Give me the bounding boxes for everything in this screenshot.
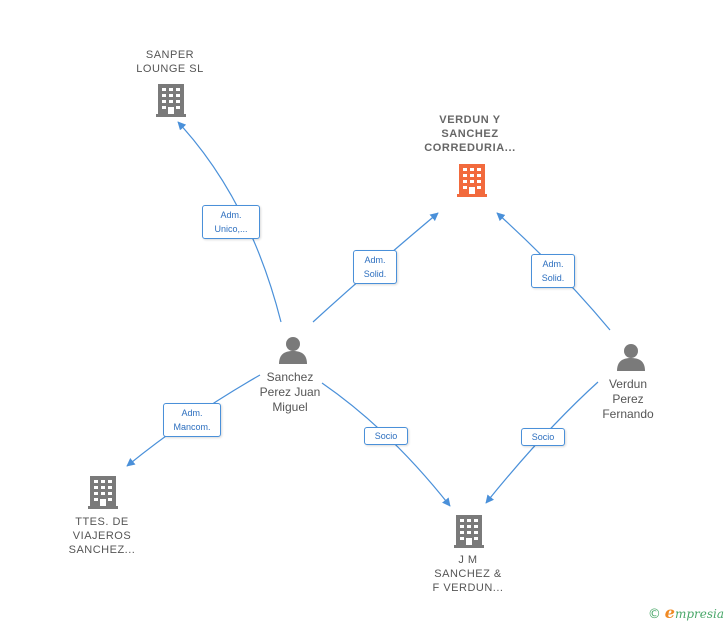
building-icon	[156, 84, 186, 117]
person-icon	[617, 344, 645, 371]
person-icon	[279, 337, 307, 364]
label-line: LOUNGE SL	[136, 63, 204, 75]
edge-label-sanchez-verdun-main[interactable]: Adm. Solid.	[353, 250, 397, 284]
label-line: Socio	[374, 431, 398, 441]
label-line: J M	[458, 554, 478, 566]
label-line: SANCHEZ &	[434, 568, 502, 580]
label-line: TTES. DE	[75, 516, 129, 528]
label-line: Verdun	[608, 377, 648, 391]
edge-label-verdun-jm[interactable]: Socio	[521, 428, 565, 446]
label-line: Perez Juan	[259, 385, 321, 399]
company-label-sanper[interactable]: SANPER LOUNGE SL	[122, 48, 218, 76]
company-label-verdun-main[interactable]: VERDUN Y SANCHEZ CORREDURIA...	[410, 113, 530, 155]
person-label-sanchez[interactable]: Sanchez Perez Juan Miguel	[245, 370, 335, 415]
label-line: SANCHEZ	[441, 128, 499, 140]
label-line: Sanchez	[266, 370, 314, 384]
edge-label-sanchez-ttes[interactable]: Adm. Mancom.	[163, 403, 221, 437]
person-label-verdun[interactable]: Verdun Perez Fernando	[588, 377, 668, 422]
label-line: Socio	[531, 432, 555, 442]
label-line: SANPER	[145, 49, 195, 61]
brand-logo: © empresia	[648, 603, 724, 622]
label-line: F VERDUN...	[432, 582, 504, 594]
edge-label-sanchez-sanper[interactable]: Adm. Unico,...	[202, 205, 260, 239]
copyright-symbol: ©	[647, 607, 661, 622]
building-icon	[454, 515, 484, 548]
label-line: Solid.	[541, 273, 565, 283]
label-line: Perez	[612, 392, 644, 406]
label-line: Unico,...	[214, 224, 248, 234]
label-line: Adm.	[542, 259, 564, 269]
edge-label-verdun-verdun-main[interactable]: Adm. Solid.	[531, 254, 575, 288]
label-line: Miguel	[272, 400, 308, 414]
label-line: Solid.	[363, 269, 387, 279]
building-icon-highlighted	[457, 164, 487, 197]
label-line: Adm.	[220, 210, 242, 220]
company-label-jm[interactable]: J M SANCHEZ & F VERDUN...	[418, 553, 518, 595]
label-line: Adm.	[364, 255, 386, 265]
label-line: Adm.	[181, 408, 203, 418]
brand-name: mpresia	[674, 607, 724, 621]
label-line: SANCHEZ...	[68, 544, 136, 556]
label-line: Mancom.	[173, 422, 211, 432]
label-line: VIAJEROS	[72, 530, 132, 542]
label-line: CORREDURIA...	[424, 142, 516, 154]
company-label-ttes[interactable]: TTES. DE VIAJEROS SANCHEZ...	[52, 515, 152, 557]
building-icon	[88, 476, 118, 509]
label-line: Fernando	[602, 407, 654, 421]
edge-label-sanchez-jm[interactable]: Socio	[364, 427, 408, 445]
label-line: VERDUN Y	[439, 114, 501, 126]
brand-initial: e	[664, 603, 675, 622]
